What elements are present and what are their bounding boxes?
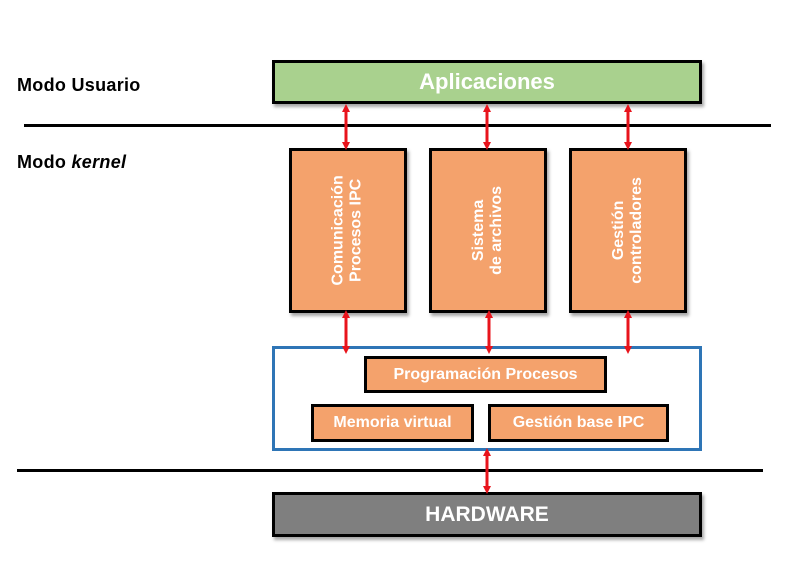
kernel-hardware-divider [17,469,763,472]
applications-box: Aplicaciones [272,60,702,104]
virtual-memory-box: Memoria virtual [311,404,474,442]
virtual-memory-label: Memoria virtual [333,414,452,431]
kernel-mode-prefix: Modo [17,152,72,172]
ipc-communication-box: Comunicación Procesos IPC [289,148,407,313]
ipc-base-label: Gestión base IPC [512,414,645,431]
user-kernel-divider [24,124,771,127]
process-scheduling-box: Programación Procesos [364,356,607,393]
hardware-label: HARDWARE [425,502,549,526]
applications-label: Aplicaciones [419,69,555,94]
ipc-base-box: Gestión base IPC [488,404,669,442]
process-scheduling-label: Programación Procesos [393,365,578,383]
kernel-core-container: Programación Procesos Memoria virtual Ge… [272,346,702,451]
kernel-mode-label: Modo kernel [17,152,126,173]
user-mode-label: Modo Usuario [17,75,141,95]
hardware-box: HARDWARE [272,492,702,537]
kernel-mode-italic: kernel [71,152,127,172]
